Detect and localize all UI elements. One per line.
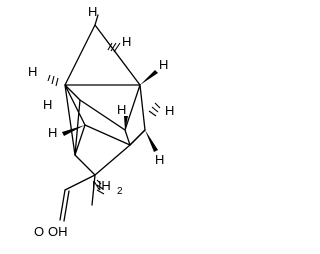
atom-label-oh: OH — [48, 224, 68, 239]
hash-line — [55, 77, 59, 87]
atom-label-nh2: NH — [92, 178, 111, 193]
bond — [94, 144, 131, 176]
atom-label-h: H — [28, 64, 37, 79]
wedge — [145, 130, 158, 152]
wedge — [62, 125, 85, 136]
bond — [59, 189, 66, 221]
hash-line — [51, 75, 55, 85]
atom-label-o: O — [34, 224, 44, 239]
molecule-drawing: H H H H H H H H H NH 2 O OH — [28, 4, 175, 239]
bond — [64, 174, 96, 191]
bond — [63, 190, 70, 222]
bond — [64, 84, 86, 126]
atom-label-h: H — [117, 102, 126, 117]
bond — [84, 124, 131, 146]
bond — [94, 24, 141, 86]
hash-line — [148, 110, 157, 117]
hash-line — [96, 179, 102, 185]
chemical-structure: H H H H H H H H H NH 2 O OH — [28, 4, 174, 239]
bond — [124, 84, 141, 131]
atom-label-h: H — [155, 152, 164, 167]
atom-labels: H H H H H H H H H NH 2 O OH — [28, 4, 174, 239]
bond — [64, 84, 81, 101]
hash-line — [154, 102, 161, 109]
bond — [124, 129, 131, 146]
bond — [139, 84, 146, 131]
bond — [74, 124, 86, 156]
hash-line — [96, 189, 105, 195]
hash-line — [151, 106, 159, 113]
hashed-bonds — [47, 42, 161, 195]
atom-label-h: H — [165, 103, 174, 118]
atom-label-h: H — [48, 125, 57, 140]
bond — [74, 154, 96, 176]
hash-line — [107, 42, 113, 51]
atom-label-nh2-subscript: 2 — [117, 186, 123, 197]
bond — [79, 99, 126, 131]
bond — [94, 14, 99, 26]
bond — [64, 24, 96, 86]
hash-line — [113, 42, 121, 53]
bond — [91, 174, 96, 206]
atom-label-h: H — [43, 97, 52, 112]
bond — [64, 84, 76, 156]
hash-line — [96, 184, 104, 190]
wedge — [124, 116, 128, 130]
wedge — [140, 70, 158, 85]
wedge-bonds — [62, 70, 158, 152]
hash-line — [110, 42, 117, 52]
atom-label-h: H — [122, 34, 131, 49]
atom-label-h: H — [159, 57, 168, 72]
atom-label-h: H — [88, 4, 97, 19]
hash-line — [47, 74, 51, 82]
bond — [129, 129, 146, 146]
